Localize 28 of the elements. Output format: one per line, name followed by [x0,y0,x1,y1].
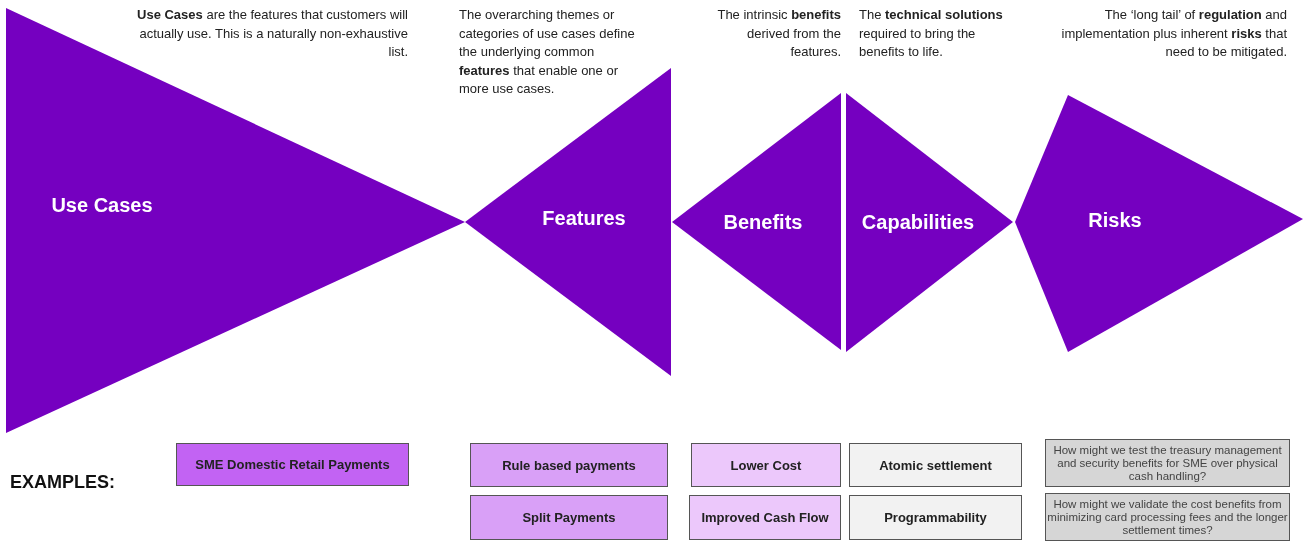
stage-description: The overarching themes or categories of use cases define the underlying common features that enable one or more use cases. [459,6,636,98]
stage-title: Features [542,206,626,230]
example-text: Lower Cost [730,457,802,473]
example-box [691,443,841,487]
example-text: How might we validate the cost benefits from minimizing card processing fees and the longer settlement times? [1046,497,1289,537]
stage-title: Benefits [723,210,803,234]
stage-description: The ‘long tail’ of regulation and implementation plus inherent risks that need to be mitigated. [1060,6,1287,61]
stage-title: Capabilities [861,210,975,234]
example-box [176,443,409,486]
stage-description: The technical solutions required to bring the benefits to life. [859,6,1004,61]
example-text: How might we test the treasury management and security benefits for SME over physical cash handling? [1052,443,1283,483]
example-box [689,495,841,540]
stage-description: Use Cases are the features that customers will actually use. This is a naturally non-exhaustive list. [136,6,408,61]
example-text: Atomic settlement [879,457,992,473]
example-box [1045,439,1290,487]
example-text: Programmability [884,510,987,525]
stage-title: Risks [1088,208,1142,232]
example-text: Rule based payments [502,457,636,473]
example-box [849,495,1022,540]
stage-description: The intrinsic benefits derived from the features. [716,6,841,61]
section-label: EXAMPLES: [10,472,115,493]
example-box [470,443,668,487]
stage-title: Use Cases [51,193,153,217]
example-text: SME Domestic Retail Payments [195,457,390,472]
example-text: Improved Cash Flow [701,510,829,525]
example-box [470,495,668,540]
example-text: Split Payments [522,510,616,525]
example-box [849,443,1022,487]
